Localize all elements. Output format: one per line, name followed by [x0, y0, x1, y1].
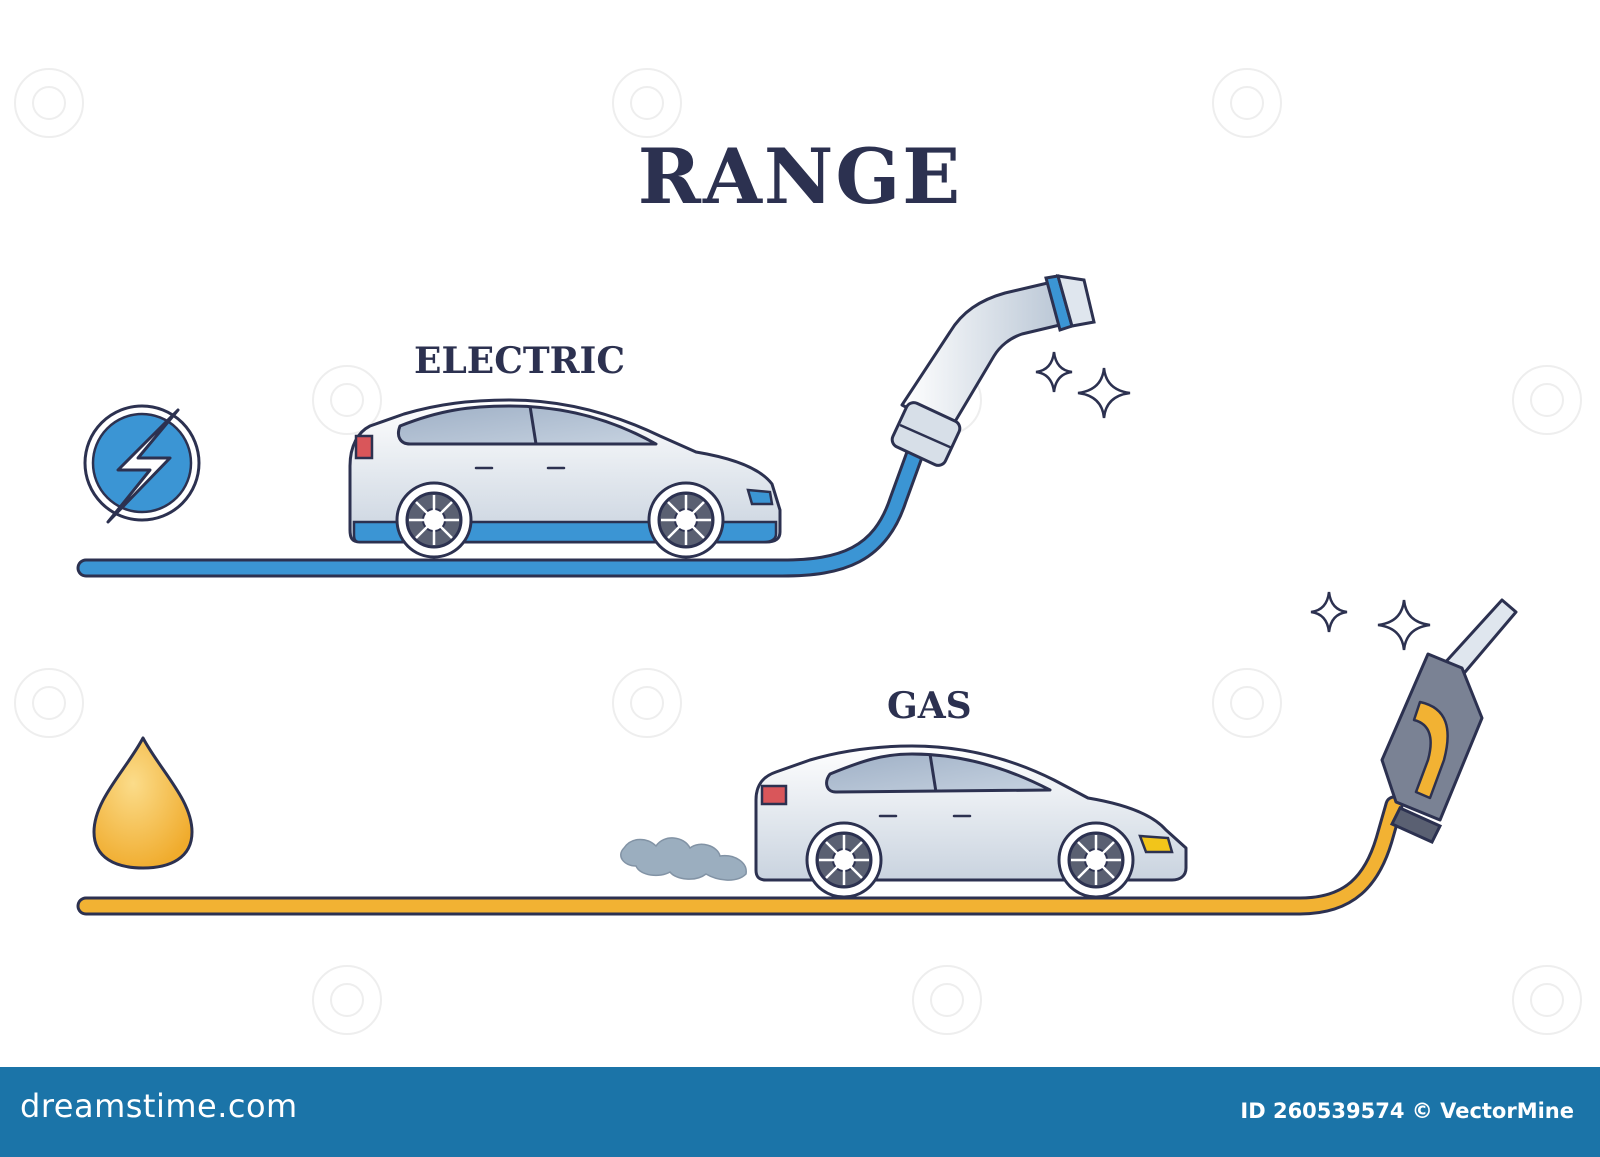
watermark-mark [312, 365, 382, 435]
watermark-mark [612, 668, 682, 738]
watermark-mark [1212, 668, 1282, 738]
sparkle-icon [1077, 367, 1131, 419]
sparkle-icon [1035, 351, 1073, 393]
watermark-mark [312, 965, 382, 1035]
watermark-mark [14, 668, 84, 738]
lightning-bolt-icon [83, 404, 201, 524]
watermark-mark [1212, 68, 1282, 138]
fuel-drop-icon [92, 736, 194, 870]
diagram-canvas: RANGE [14, 68, 1582, 1035]
gas-road-fill [79, 798, 1401, 913]
charging-plug-icon [890, 274, 1096, 467]
electric-road-fill [79, 438, 925, 575]
sparkle-icon [1377, 599, 1431, 651]
electric-row [76, 274, 1131, 578]
watermark-mark [14, 68, 84, 138]
gas-row [76, 591, 1518, 916]
brand-logo[interactable]: dreamstime.com [20, 1087, 298, 1125]
sparkle-icon [1310, 591, 1348, 633]
electric-car [348, 398, 782, 559]
gas-car [754, 744, 1188, 899]
image-id-credit: ID 260539574 © VectorMine [1240, 1099, 1574, 1123]
watermark-mark [1512, 965, 1582, 1035]
watermark-mark [912, 965, 982, 1035]
exhaust-smoke [620, 837, 747, 881]
fuel-nozzle-icon [1380, 598, 1518, 844]
watermark-mark [612, 68, 682, 138]
page-title: RANGE [637, 132, 963, 221]
electric-label: ELECTRIC [414, 340, 626, 382]
footer-bar: dreamstime.com ID 260539574 © VectorMine [0, 1067, 1600, 1157]
watermark-mark [1512, 365, 1582, 435]
gas-label: GAS [887, 685, 972, 727]
gas-road [76, 795, 1404, 916]
range-illustration [76, 274, 1518, 916]
